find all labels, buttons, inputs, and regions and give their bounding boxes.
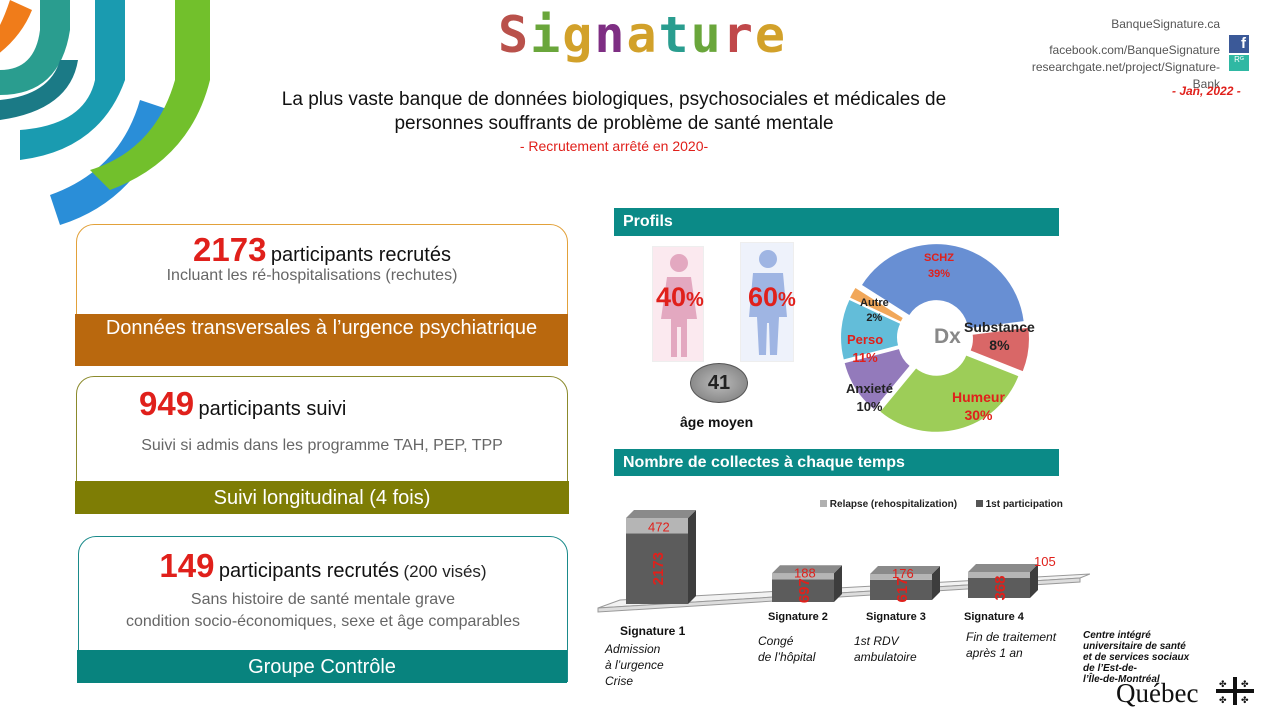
bar-label-relapse: 176 (892, 566, 914, 581)
researchgate-link-cont[interactable]: Bank (1192, 77, 1220, 91)
band-control: Groupe Contrôle (77, 650, 567, 683)
bar-side (834, 565, 842, 602)
timepoint-label-2: Signature 2 (768, 611, 828, 623)
bar-label-first: 697 (796, 578, 813, 603)
card-headline: 949 participants suivi (139, 385, 347, 422)
logo-letter: t (658, 6, 691, 64)
website-link[interactable]: BanqueSignature.ca (1111, 17, 1220, 31)
facebook-icon[interactable]: f (1229, 35, 1249, 53)
dx-slice-anxieté (844, 349, 910, 410)
dx-slice-substance (970, 327, 1029, 372)
dx-slice-humeur (880, 355, 1019, 432)
dx-center-label: Dx (934, 325, 961, 348)
bar-side (688, 510, 696, 604)
bar-relapse (626, 518, 688, 534)
chart-legend: Relapse (rehospitalization) 1st particip… (820, 499, 1063, 510)
bar-label-first: 2173 (650, 552, 667, 585)
logo-letter: S (498, 6, 531, 64)
male-percentage: 60% (748, 282, 796, 312)
facebook-link[interactable]: facebook.com/BanqueSignature (1049, 43, 1220, 57)
bar-label-relapse: 472 (648, 519, 670, 534)
band-longitudinal: Suivi longitudinal (4 fois) (75, 481, 569, 514)
svg-text:✤: ✤ (1219, 679, 1227, 689)
logo-letter: e (754, 6, 787, 64)
researchgate-link[interactable]: researchgate.net/project/Signature- (1031, 60, 1220, 74)
band-transversal: Données transversales à l’urgence psychi… (75, 314, 568, 366)
age-badge: 41 (690, 363, 748, 403)
decorative-arcs (0, 0, 210, 225)
legend-swatch-relapse (820, 500, 827, 507)
bar-first-participation (870, 579, 932, 600)
researchgate-icon[interactable]: Rᴳ (1229, 55, 1249, 71)
fleurdelis-flag-icon: ✤ ✤ ✤ ✤ (1216, 677, 1254, 705)
logo-letter: u (690, 6, 723, 64)
bar-label-first: 368 (992, 575, 1009, 600)
section-header-profils: Profils (614, 208, 1059, 236)
card-headline: 2173 participants recrutés (193, 231, 451, 268)
card-headline: 149 participants recrutés (200 visés) (159, 547, 487, 584)
bar-relapse (772, 573, 834, 580)
timepoint-label-1: Signature 1 (620, 624, 686, 638)
bar-relapse (870, 573, 932, 580)
bar-first-participation (626, 533, 688, 604)
tagline: La plus vaste banque de données biologiq… (281, 89, 947, 134)
age-label: âge moyen (680, 414, 754, 430)
bar-first-participation (968, 578, 1030, 598)
bar-label-relapse: 105 (1034, 554, 1056, 569)
svg-text:✤: ✤ (1219, 695, 1227, 705)
bar-top (870, 565, 940, 574)
card-subtext: Incluant les ré-hospitalisations (rechut… (166, 267, 458, 284)
female-percentage: 40% (656, 282, 704, 312)
female-figure-icon (652, 246, 704, 362)
bar-top (772, 565, 842, 574)
timepoint-label-4: Signature 4 (964, 611, 1024, 623)
card-subtext: Sans histoire de santé mentale grave con… (125, 591, 520, 630)
logo-letter: a (626, 6, 659, 64)
dx-donut-chart (841, 244, 1029, 432)
svg-text:✤: ✤ (1241, 695, 1249, 705)
logo-letter: i (530, 6, 563, 64)
logo-letter: n (594, 6, 627, 64)
bar-label-first: 617 (894, 577, 911, 602)
dx-slice-perso (841, 299, 901, 360)
bar-top (626, 510, 696, 518)
signature-logo: Signature (498, 6, 798, 70)
card-subtext: Suivi si admis dans les programme TAH, P… (141, 437, 503, 454)
section-header-collectes: Nombre de collectes à chaque temps (614, 449, 1059, 476)
logo-letter: r (722, 6, 755, 64)
quebec-wordmark: Québec (1116, 678, 1199, 708)
bar-top (968, 564, 1038, 572)
date-label: - Jan, 2022 - (1172, 84, 1241, 98)
recruitment-note: - Recrutement arrêté en 2020- (519, 138, 709, 154)
logo-letter: g (562, 6, 595, 64)
legend-swatch-first (975, 500, 983, 507)
bar-side (932, 565, 940, 600)
header-links: BanqueSignature.ca facebook.com/BanqueSi… (960, 16, 1220, 93)
bar-relapse (968, 572, 1030, 578)
bar-label-relapse: 188 (794, 565, 816, 580)
bar-side (1030, 564, 1038, 598)
timepoint-label-3: Signature 3 (866, 611, 926, 623)
svg-text:✤: ✤ (1241, 679, 1249, 689)
dx-slice-autre (850, 287, 903, 322)
dx-slice-schz (862, 244, 1024, 329)
male-figure-icon (740, 242, 794, 362)
bar-first-participation (772, 579, 834, 602)
